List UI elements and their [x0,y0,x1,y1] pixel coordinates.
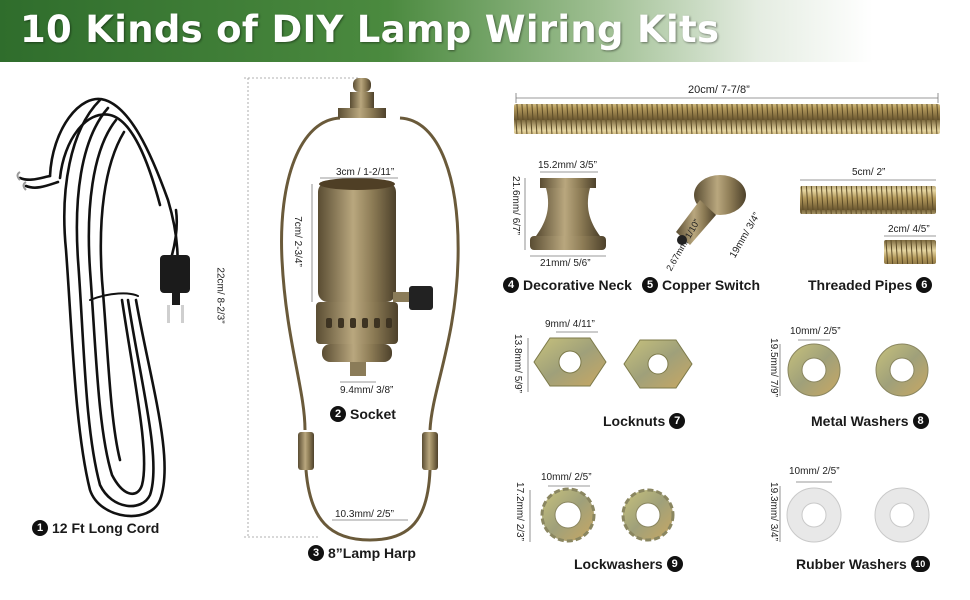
item-label-text: Socket [350,406,396,422]
item-number-badge: 8 [912,413,929,429]
metal-washer-dimension-lines [779,339,830,396]
dimension-metal-washer-outer: 19.5mm/ 7/9” [767,338,779,397]
item-label-socket: 2 Socket [330,406,396,422]
socket-illustration [316,178,433,376]
dimension-harp-base: 10.3mm/ 2/5” [335,509,394,520]
dimension-harp-height: 22cm/ 8-2/3” [214,267,226,324]
item-number-badge: 2 [330,406,346,422]
item-label-threaded-pipes: Threaded Pipes 6 [808,277,933,293]
dimension-rubber-washer-inner: 10mm/ 2/5” [789,466,840,477]
item-number-badge: 6 [916,277,933,293]
page-title: 10 Kinds of DIY Lamp Wiring Kits [20,8,720,51]
dimension-socket-width: 3cm / 1-2/11” [336,167,395,178]
item-label-text: Lockwashers [574,556,663,572]
item-number-badge: 7 [669,413,686,429]
item-label-text: Rubber Washers [796,556,907,572]
item-label-locknuts: Locknuts 7 [603,413,686,429]
short-threaded-pipe [884,240,936,264]
item-label-copper-switch: 5 Copper Switch [642,277,760,293]
item-number-badge: 3 [308,545,324,561]
wire-terminal-icon [16,171,27,191]
medium-threaded-pipe [800,186,936,214]
harp-illustration [280,116,460,542]
item-label-decorative-neck: 4 Decorative Neck [503,277,632,293]
item-label-harp: 3 8”Lamp Harp [308,545,416,561]
dimension-socket-base: 9.4mm/ 3/8” [340,385,394,396]
item-label-lockwashers: Lockwashers 9 [574,556,683,572]
plug-icon [160,255,190,323]
long-threaded-pipe [514,104,940,134]
dimension-rubber-washer-outer: 19.3mm/ 3/4” [767,482,779,541]
harp-sleeves [298,432,438,470]
item-label-text: 8”Lamp Harp [328,545,416,561]
item-number-badge: 4 [503,277,519,293]
rubber-washer-illustration-2 [874,487,930,543]
dimension-pipe-medium: 5cm/ 2” [852,167,886,178]
item-label-text: Copper Switch [662,277,761,293]
item-label-text: Locknuts [603,413,666,429]
item-number-badge: 10 [910,556,930,572]
dimension-neck-height: 21.6mm/ 6/7” [509,176,521,235]
dimension-locknut-width: 9mm/ 4/11” [545,319,595,330]
dimension-lockwasher-outer: 17.2mm/ 2/3” [513,482,525,541]
dimension-locknut-height: 13.8mm/ 5/9” [511,334,523,393]
item-label-metal-washers: Metal Washers 8 [811,413,929,429]
item-label-text: Decorative Neck [523,277,632,293]
product-illustration [16,77,940,543]
title-banner: 10 Kinds of DIY Lamp Wiring Kits [0,0,970,62]
decorative-neck-illustration [530,178,606,250]
metal-washer-illustration-2 [875,343,929,397]
dimension-neck-bottom: 21mm/ 5/6” [540,258,591,269]
locknut-illustration-1 [533,337,607,387]
item-number-badge: 5 [642,277,658,293]
harp-dimension-line [244,77,360,538]
item-number-badge: 9 [666,556,683,572]
item-label-cord: 1 12 Ft Long Cord [32,520,159,536]
dimension-long-pipe: 20cm/ 7-7/8” [688,84,750,96]
socket-dimension-lines [311,177,408,521]
rubber-washer-illustration-1 [786,487,842,543]
cord-illustration [18,97,179,518]
harp-finial [338,78,386,118]
lockwasher-illustration-2 [621,488,675,542]
dimension-lockwasher-inner: 10mm/ 2/5” [541,472,592,483]
locknut-illustration-2 [623,339,693,389]
lockwasher-dimension-lines [529,485,590,542]
lockwasher-illustration-1 [540,487,596,543]
item-label-rubber-washers: Rubber Washers 10 [796,556,930,572]
item-label-text: Metal Washers [811,413,909,429]
item-number-badge: 1 [32,520,48,536]
item-label-text: Threaded Pipes [808,277,913,293]
neck-dimension-lines [524,171,606,257]
locknut-dimension-lines [527,331,598,392]
long-pipe-dimension-line [515,93,939,103]
dimension-metal-washer-inner: 10mm/ 2/5” [790,326,841,337]
dimension-neck-top: 15.2mm/ 3/5” [538,160,597,171]
rubber-washer-dimension-lines [779,481,832,542]
item-label-text: 12 Ft Long Cord [52,520,160,536]
metal-washer-illustration-1 [787,343,841,397]
dimension-socket-height: 7cm/ 2-3/4” [291,216,303,267]
dimension-pipe-short: 2cm/ 4/5” [888,224,930,235]
copper-switch-illustration [676,175,746,245]
